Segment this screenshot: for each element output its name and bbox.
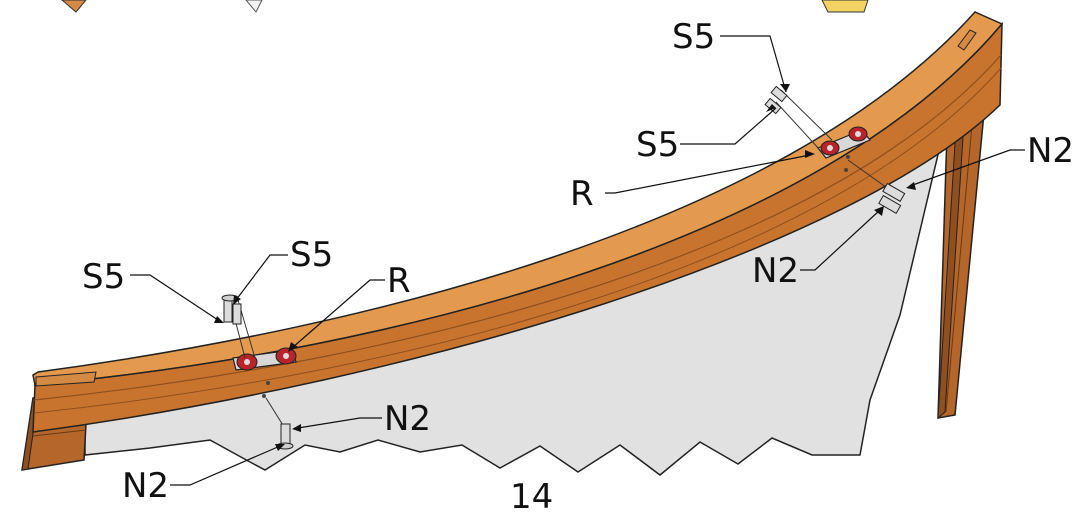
screw-n2-top (847, 159, 906, 215)
callout-s5-bottom-b: S5 (290, 235, 333, 275)
callout-s5-top-a: S5 (672, 17, 715, 57)
callout-n2-bottom-a: N2 (384, 399, 431, 439)
callout-n2-top-a: N2 (1027, 131, 1074, 171)
callout-n2-top-b: N2 (752, 251, 799, 291)
callout-n2-bottom-b: N2 (122, 466, 169, 506)
screw-n2-bottom (265, 397, 294, 450)
page-number: 14 (510, 477, 553, 512)
callout-leaders (130, 35, 1025, 486)
callout-s5-top-b: S5 (636, 125, 679, 165)
roller-bracket-bottom (232, 347, 297, 371)
slot-right (957, 29, 977, 51)
callout-s5-bottom-a: S5 (82, 257, 125, 297)
cropped-part-top-left (61, 0, 263, 13)
callout-r-bottom: R (387, 261, 411, 301)
slot-left (35, 371, 97, 387)
callout-r-top: R (570, 174, 594, 214)
cropped-part-top-right (821, 0, 869, 13)
screw-holes (262, 155, 850, 398)
curved-beam-front (32, 21, 1003, 433)
roller-bracket-top (817, 126, 871, 159)
